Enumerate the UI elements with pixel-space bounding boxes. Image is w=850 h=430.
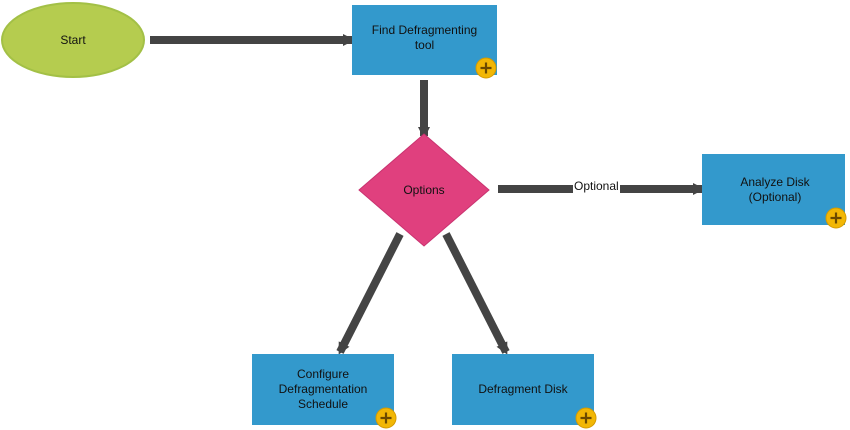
edge-options-to-defragment	[442, 232, 510, 355]
analyze-disk-node[interactable]	[702, 154, 845, 225]
options-decision-node[interactable]	[358, 133, 490, 247]
start-node[interactable]	[1, 2, 145, 78]
configure-schedule-node[interactable]	[252, 354, 394, 425]
defragment-disk-node[interactable]	[452, 354, 594, 425]
find-tool-node[interactable]	[352, 5, 497, 75]
plus-circle-icon[interactable]	[475, 57, 497, 79]
edge-options-to-configure	[336, 232, 404, 355]
plus-circle-icon[interactable]	[575, 407, 597, 429]
plus-circle-icon[interactable]	[375, 407, 397, 429]
optional-edge-label: Optional	[573, 179, 620, 193]
plus-circle-icon[interactable]	[825, 207, 847, 229]
